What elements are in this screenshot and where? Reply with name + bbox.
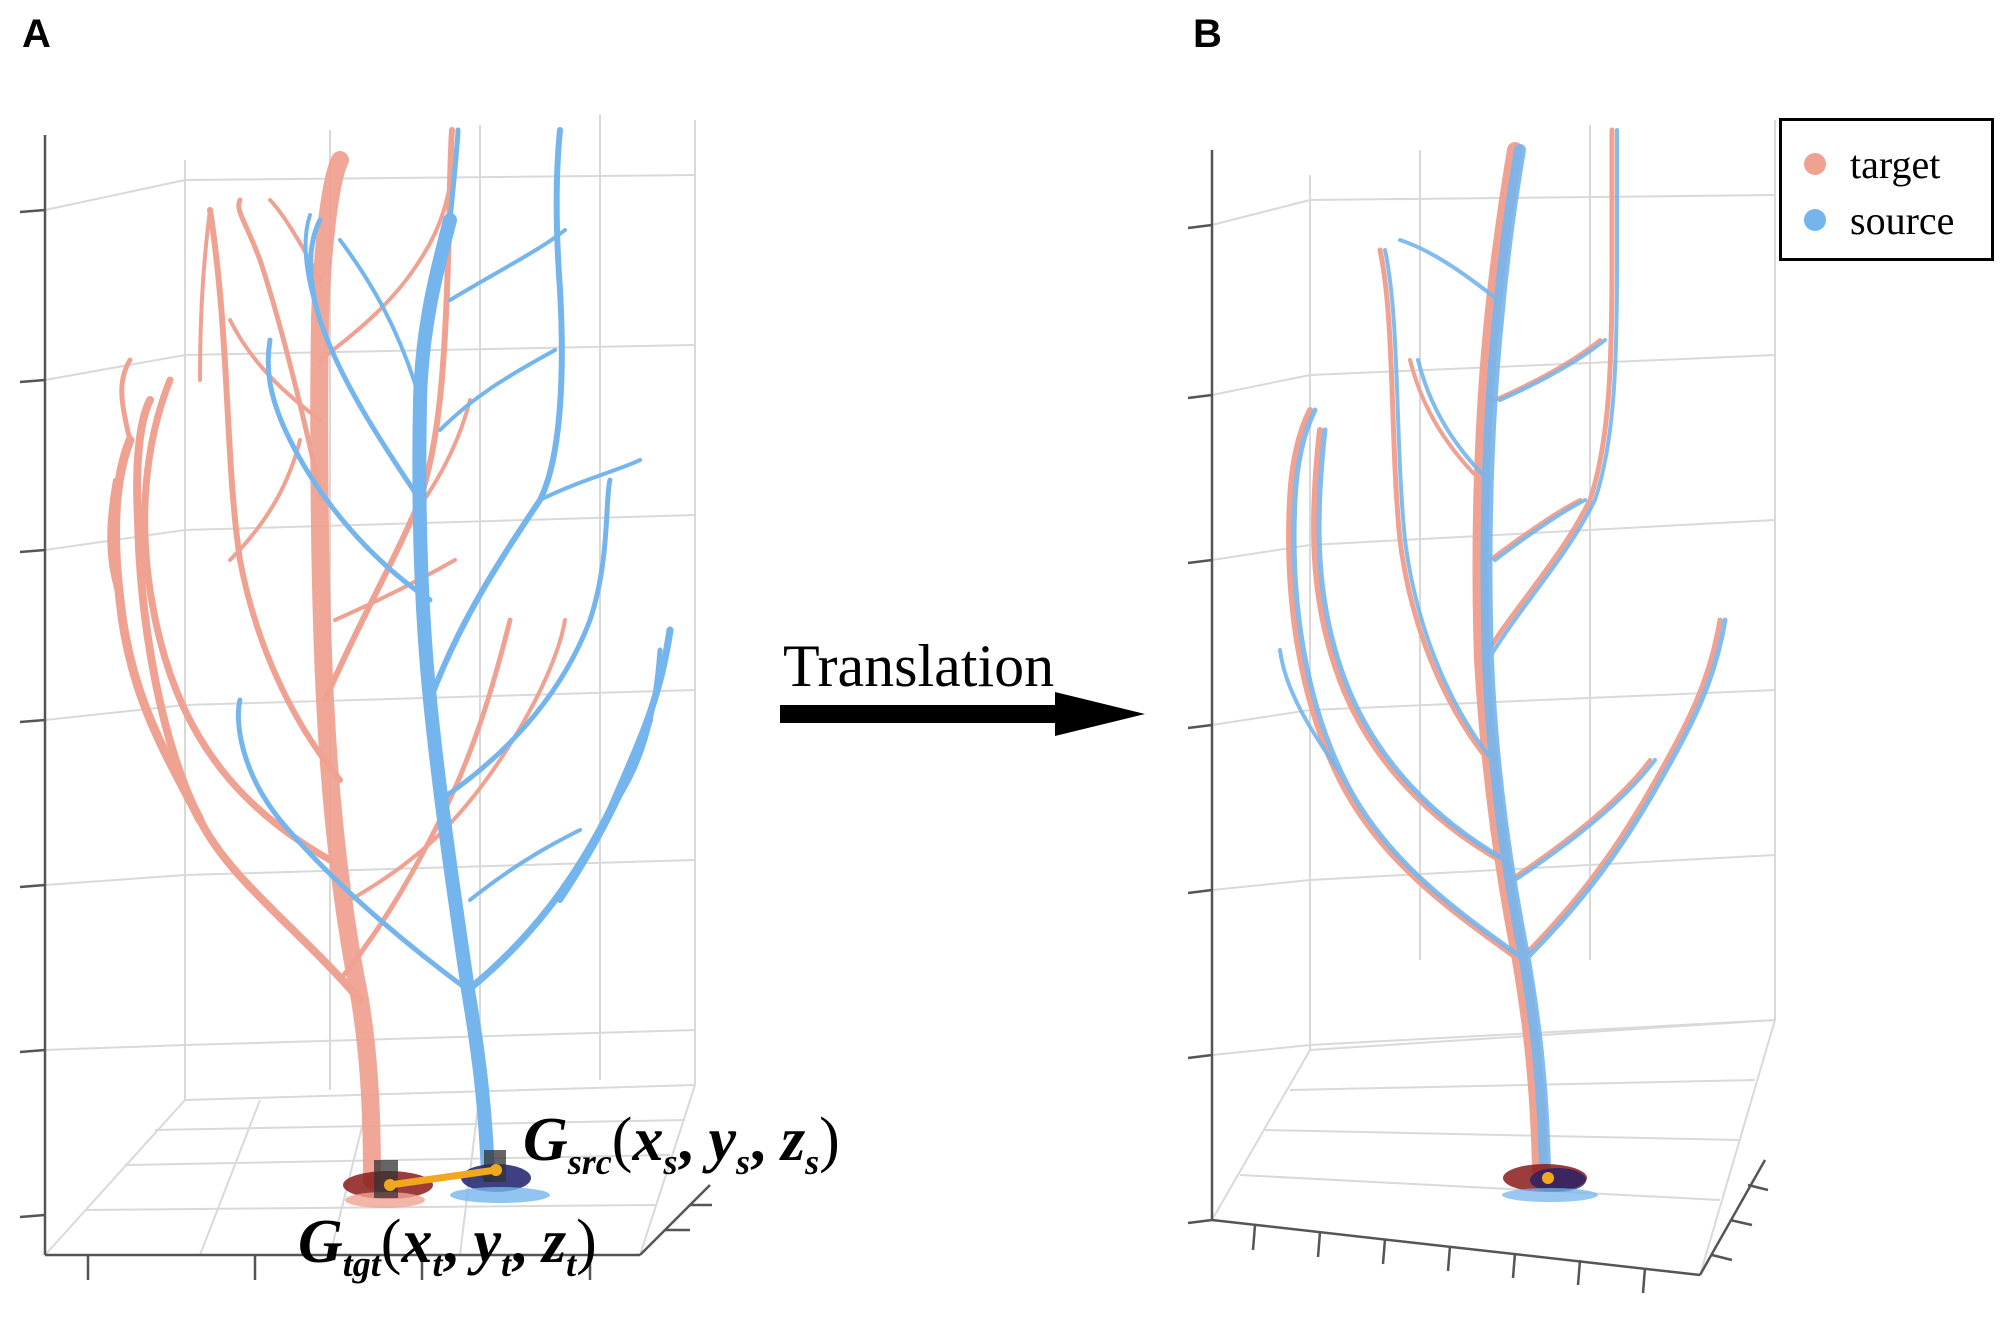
centroid-connector [389,1166,497,1189]
legend-swatch-source [1804,209,1826,231]
translation-label: Translation [783,633,1055,699]
source-centroid-label: Gsrc(xs, ys, zs) [523,1106,840,1182]
panel-b-axis-lines [1187,150,1769,1294]
panel-a-source-tree [235,127,674,1182]
legend-item-target: target [1804,139,1940,189]
aligned-centroid-point [1542,1172,1554,1184]
translation-arrow [780,692,1145,736]
legend-swatch-target [1804,153,1826,175]
legend-label-source: source [1850,197,1955,243]
panel-a-target-tree [107,127,567,1189]
source-centroid-point [490,1164,502,1176]
target-centroid-marker [374,1160,398,1198]
panel-b-label: B [1193,12,1222,56]
panel-a-label: A [22,12,51,56]
target-centroid-point [384,1179,396,1191]
panel-b-base-clusters [1502,1164,1598,1202]
panel-a-axis-lines [19,135,712,1280]
legend-label-target: target [1850,141,1941,187]
panel-a-base-clusters [343,1150,550,1208]
panel-b-source-tree [1278,128,1728,1176]
target-centroid-label: Gtgt(xt, yt, zt) [298,1208,597,1284]
legend: target source [1779,118,1994,261]
legend-item-source: source [1804,195,1954,245]
